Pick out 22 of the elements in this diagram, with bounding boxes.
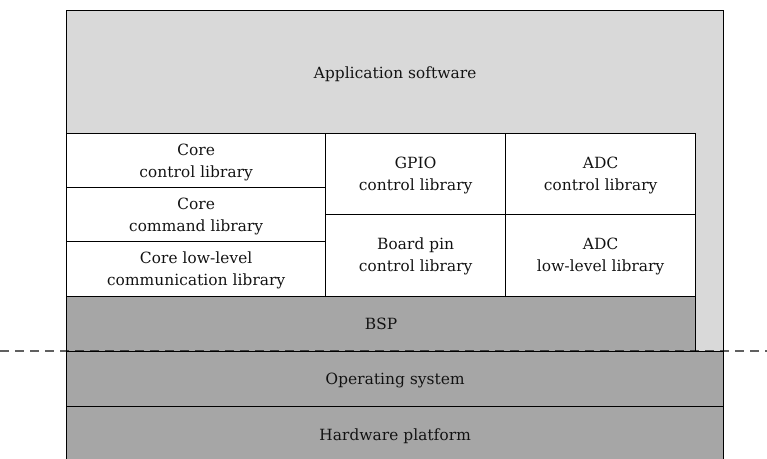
layer-label: Application software	[312, 63, 478, 84]
layer-label: Core low-level communication library	[106, 248, 286, 291]
layer-label: Core command library	[128, 194, 264, 237]
layer-label: ADC control library	[542, 153, 658, 196]
layer-box	[66, 241, 326, 297]
layer-box	[66, 187, 326, 242]
layer-box	[505, 214, 696, 297]
layer-label: Operating system	[324, 369, 466, 390]
layer-label: Hardware platform	[318, 425, 472, 446]
layer-box	[66, 133, 326, 188]
layer-label: Board pin control library	[358, 234, 474, 277]
layer-box	[66, 296, 696, 352]
layer-label: Core control library	[138, 140, 254, 183]
layer-box	[505, 133, 696, 215]
layer-box	[66, 351, 724, 407]
layer-label: BSP	[364, 314, 398, 335]
layer-label: GPIO control library	[358, 153, 474, 196]
layer-box	[66, 10, 724, 352]
layer-box	[325, 214, 506, 297]
layer-label: ADC low-level library	[536, 234, 666, 277]
layer-box	[325, 133, 506, 215]
layer-box	[66, 406, 724, 459]
